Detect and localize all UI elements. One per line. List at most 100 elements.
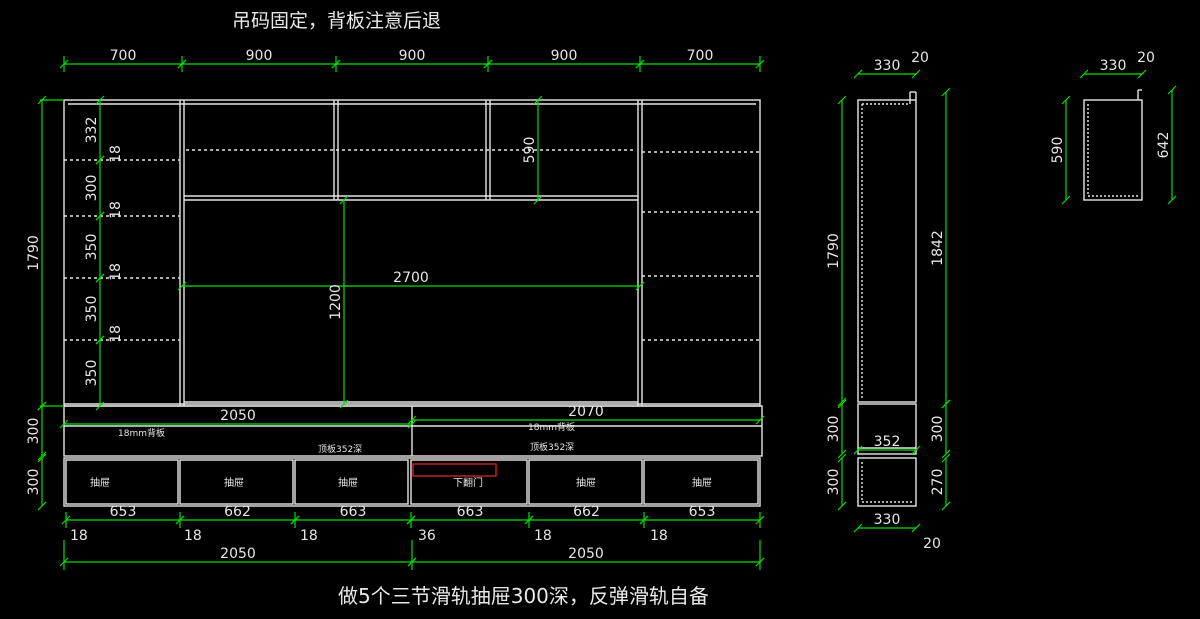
tv-height: 1200 <box>328 284 344 320</box>
dimension-tick <box>941 501 951 511</box>
dimension-tick <box>941 453 951 463</box>
title-note: 吊码固定，背板注意后退 <box>232 10 442 32</box>
shelf-height-0: 332 <box>84 117 100 144</box>
dimension-tick <box>755 557 765 567</box>
side-thickness: 20 <box>911 50 929 66</box>
counter-right-width: 2070 <box>568 404 604 420</box>
dimension-tick <box>837 449 847 459</box>
dimension-tick <box>1061 95 1071 105</box>
drawer-label-1: 抽屉 <box>224 476 244 489</box>
dimension-tick <box>911 523 921 533</box>
gap-1: 18 <box>184 528 202 544</box>
dimension-tick <box>941 399 951 409</box>
upper-cabinet-frame <box>63 99 761 407</box>
upper-height: 1790 <box>26 235 42 271</box>
shelf-height-3: 350 <box>84 296 100 323</box>
side-upper-height: 1790 <box>826 233 842 269</box>
dimension-tick <box>177 59 187 69</box>
gap-3: 36 <box>418 528 436 544</box>
dimension-tick <box>941 87 951 97</box>
drawer-width-4: 662 <box>573 504 600 520</box>
dimension-tick <box>407 419 417 429</box>
drawer-label-4: 抽屉 <box>576 476 596 489</box>
dimension-tick <box>837 399 847 409</box>
counter-left-width: 2050 <box>220 408 256 424</box>
wall-depth: 330 <box>1100 58 1127 74</box>
dimension-tick <box>635 281 645 291</box>
dimension-tick <box>95 211 105 221</box>
shelf-height-4: 350 <box>84 360 100 387</box>
shelf-height-2: 350 <box>84 234 100 261</box>
dimension-tick <box>95 95 105 105</box>
dimension-tick <box>837 95 847 105</box>
dimension-tick <box>37 501 47 511</box>
dimension-tick <box>853 445 863 455</box>
dimension-tick <box>1167 195 1177 205</box>
dimension-tick <box>533 95 543 105</box>
dimension-tick <box>95 335 105 345</box>
drawer-width-5: 653 <box>689 504 716 520</box>
side-base-top: 300 <box>826 416 842 443</box>
dimension-tick <box>59 557 69 567</box>
back-panel-label-left: 18mm背板 <box>118 427 165 439</box>
dimension-tick <box>635 59 645 69</box>
drawer-width-2: 663 <box>340 504 367 520</box>
side-counter <box>857 403 917 455</box>
dimension-tick <box>1079 69 1089 79</box>
side-depth: 330 <box>874 58 901 74</box>
cabinet-height: 590 <box>522 137 538 164</box>
gap-4: 18 <box>534 528 552 544</box>
side-base-bottom: 300 <box>826 469 842 496</box>
gap-5: 18 <box>650 528 668 544</box>
wall-thickness: 20 <box>1137 50 1155 66</box>
dimension-tick <box>755 59 765 69</box>
dimension-tick <box>1167 85 1177 95</box>
top-panel-label-left: 顶板352深 <box>318 443 362 455</box>
dimension-tick <box>755 515 765 525</box>
shelf-thickness-0: 18 <box>108 145 124 163</box>
dimension-tick <box>1137 69 1147 79</box>
dimension-tick <box>837 501 847 511</box>
base-height-top: 300 <box>26 418 42 445</box>
side-bottom-depth: 330 <box>874 512 901 528</box>
dimension-tick <box>853 523 863 533</box>
dimension-tick <box>37 401 47 411</box>
top-width-0: 700 <box>110 48 137 64</box>
side-base-depth: 352 <box>874 434 901 450</box>
dimension-tick <box>755 415 765 425</box>
counter-frame <box>63 405 763 457</box>
flap-door-label: 下翻门 <box>453 476 483 489</box>
dimension-tick <box>61 515 71 525</box>
dimension-tick <box>1061 195 1071 205</box>
shelf-thickness-3: 18 <box>108 325 124 343</box>
shelf-height-1: 300 <box>84 175 100 202</box>
top-panel-label-right: 顶板352深 <box>530 441 574 453</box>
dimension-tick <box>290 515 300 525</box>
bottom-note: 做5个三节滑轨抽屉300深，反弹滑轨自备 <box>338 584 709 608</box>
side-total-height: 1842 <box>930 230 946 266</box>
wall-height: 590 <box>1050 137 1066 164</box>
top-width-3: 900 <box>551 48 578 64</box>
dimension-tick <box>483 59 493 69</box>
back-panel-label-right: 18mm背板 <box>528 421 575 433</box>
side-bottom-thickness: 20 <box>923 536 941 552</box>
dimension-tick <box>177 281 187 291</box>
dimension-tick <box>37 451 47 461</box>
dimension-tick <box>37 95 47 105</box>
shelf-thickness-2: 18 <box>108 263 124 281</box>
dimension-tick <box>59 419 69 429</box>
dimension-tick <box>59 59 69 69</box>
dimension-tick <box>407 415 417 425</box>
side-upper <box>857 99 917 403</box>
dimension-tick <box>533 195 543 205</box>
top-width-2: 900 <box>399 48 426 64</box>
dimension-tick <box>339 399 349 409</box>
flap-door-highlight <box>412 463 497 477</box>
dimension-tick <box>911 445 921 455</box>
wall-cabinet <box>1083 99 1143 201</box>
dimension-tick <box>95 401 105 411</box>
side-drawer <box>857 457 917 507</box>
gap-0: 18 <box>70 528 88 544</box>
dimension-tick <box>406 515 416 525</box>
